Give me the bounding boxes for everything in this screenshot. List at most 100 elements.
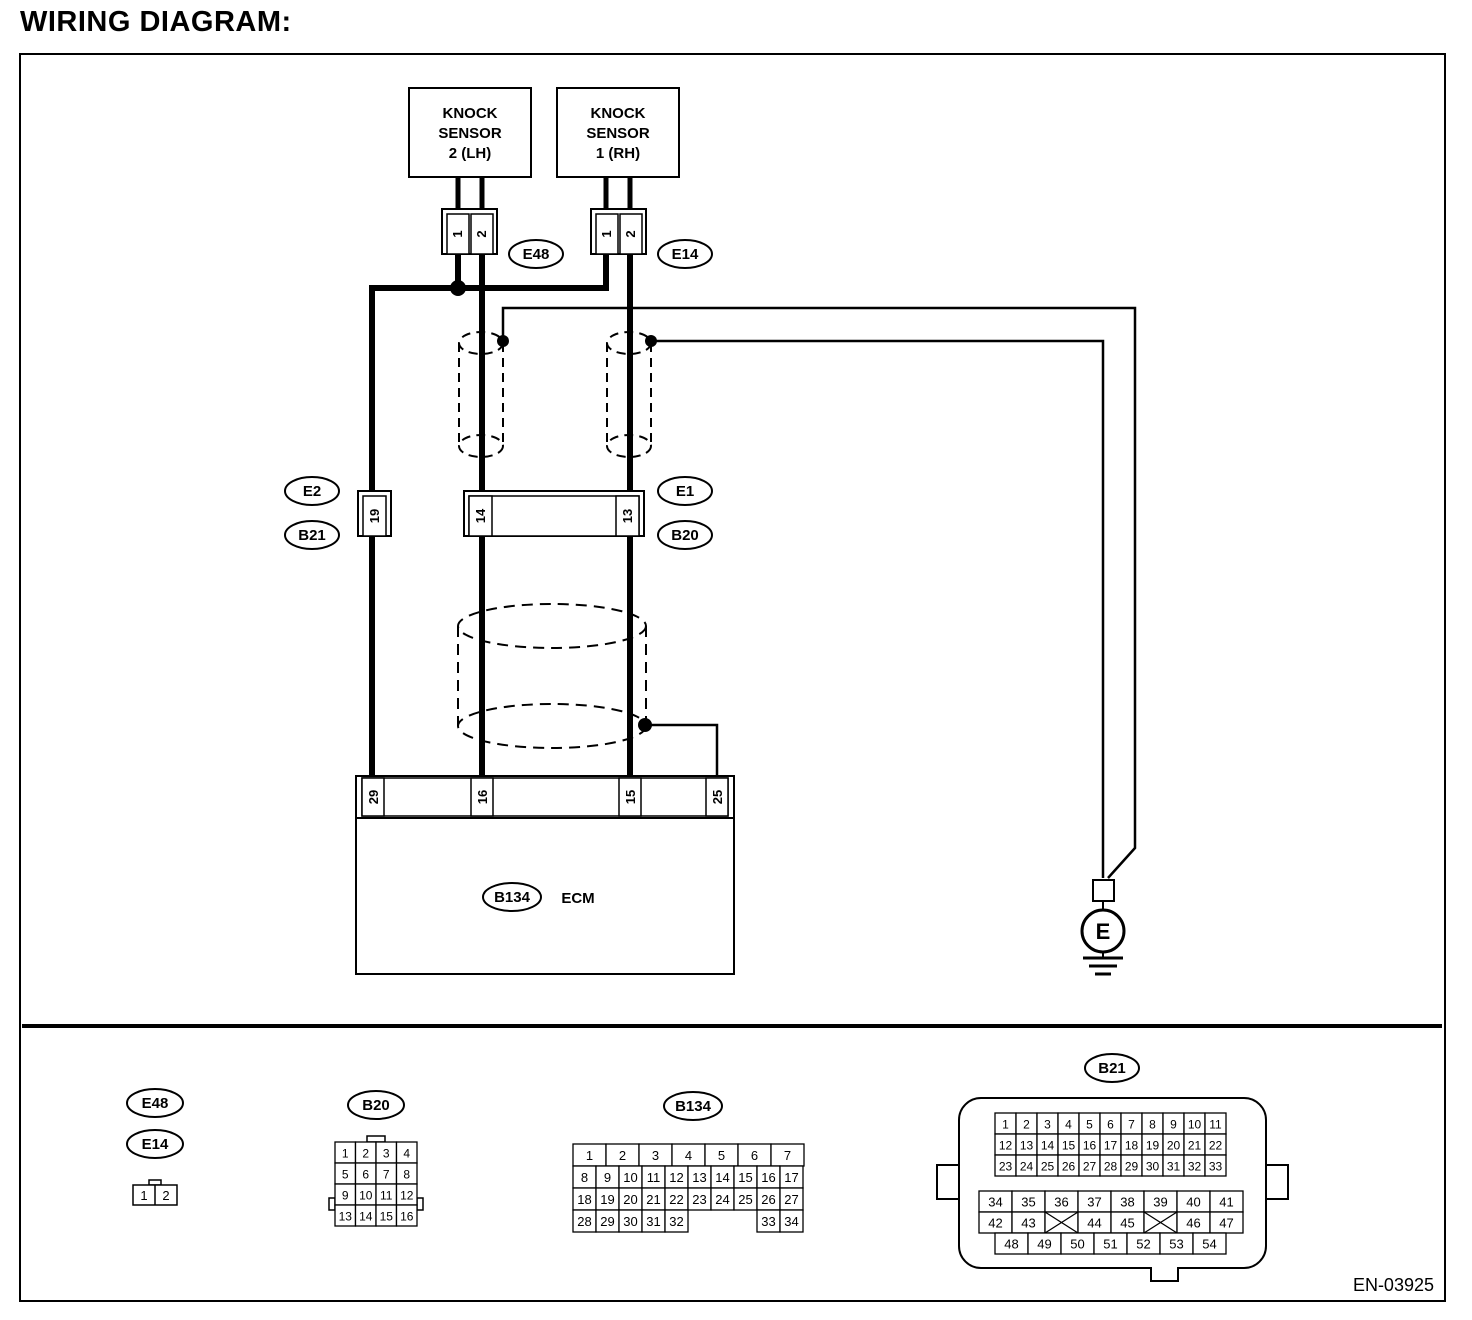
b134-pin-33-label: 33 [761, 1214, 775, 1229]
view-b21-label: B21 [1098, 1060, 1126, 1077]
b21-blank-cavity [1044, 1211, 1079, 1234]
b134-pin-15: 15 [733, 1165, 758, 1189]
b21-pin-36-label: 36 [1054, 1195, 1068, 1210]
b21-pin-5: 5 [1078, 1112, 1101, 1135]
b20-pin-6: 6 [354, 1162, 377, 1185]
b20-pin-4-label: 4 [403, 1147, 410, 1161]
b21-pin-14: 14 [1036, 1133, 1059, 1156]
knock-sensor-1-rh: KNOCK SENSOR 1 (RH) [556, 87, 680, 178]
b21-pin-9: 9 [1162, 1112, 1185, 1135]
b20-pin-7: 7 [375, 1162, 398, 1185]
b134-pin-7: 7 [770, 1143, 805, 1167]
b134-pin-18: 18 [572, 1187, 597, 1211]
b21-pin-41-label: 41 [1219, 1195, 1233, 1210]
b21-pin-32: 32 [1183, 1154, 1206, 1177]
b20-pin-13: 13 [334, 1204, 357, 1227]
b21-pin-29: 29 [1120, 1154, 1143, 1177]
b134-pin-34: 34 [779, 1209, 804, 1233]
b134-pin-7-label: 7 [784, 1148, 791, 1163]
b21-pin-26-label: 26 [1062, 1160, 1076, 1174]
b134-pin-2-label: 2 [619, 1148, 626, 1163]
b134-pin-29: 29 [595, 1209, 620, 1233]
b21-pin-35: 35 [1011, 1190, 1046, 1213]
b21-pin-52-label: 52 [1136, 1237, 1150, 1252]
b20-pin-1-label: 1 [342, 1147, 349, 1161]
b21-pin-18: 18 [1120, 1133, 1143, 1156]
b21-pin-17-label: 17 [1104, 1139, 1118, 1153]
connector-e2-tag: E2 [284, 476, 340, 506]
b21-pin-8: 8 [1141, 1112, 1164, 1135]
b20-pin-4: 4 [395, 1141, 418, 1164]
b21-pin-37: 37 [1077, 1190, 1112, 1213]
view-e48-e14: E48 E14 1 2 [126, 1088, 184, 1206]
ecm-label: ECM [561, 890, 594, 907]
b134-pin-26-label: 26 [761, 1192, 775, 1207]
knock-sensor-2-line3: 2 (LH) [449, 145, 492, 162]
e2-pin-19: 19 [367, 509, 382, 523]
b134-pin-28: 28 [572, 1209, 597, 1233]
b134-pin-24: 24 [710, 1187, 735, 1211]
sensor-leads [455, 177, 633, 212]
b134-pin-9-label: 9 [604, 1170, 611, 1185]
b134-pin-20: 20 [618, 1187, 643, 1211]
b21-pin-28: 28 [1099, 1154, 1122, 1177]
b134-pin-14-label: 14 [715, 1170, 729, 1185]
b21-pin-30: 30 [1141, 1154, 1164, 1177]
b21-pin-16: 16 [1078, 1133, 1101, 1156]
b21-pin-42-label: 42 [988, 1216, 1002, 1231]
b21-pin-41: 41 [1209, 1190, 1244, 1213]
b134-pin-15-label: 15 [738, 1170, 752, 1185]
e1-pin-14: 14 [473, 508, 488, 523]
connector-e14-tag: E14 [657, 239, 713, 269]
connector-e48-tag: E48 [508, 239, 564, 269]
b21-pin-39: 39 [1143, 1190, 1178, 1213]
b21-pin-52: 52 [1126, 1232, 1161, 1255]
b20-pin-14-label: 14 [359, 1210, 373, 1224]
b20-pin-5-label: 5 [342, 1168, 349, 1182]
b134-pin-4: 4 [671, 1143, 706, 1167]
connector-e14: 1 2 [590, 208, 647, 255]
knock-sensor-1-line2: SENSOR [586, 125, 650, 142]
b21-pin-2-label: 2 [1023, 1118, 1030, 1132]
signal-wires [369, 254, 633, 778]
b21-pin-25: 25 [1036, 1154, 1059, 1177]
b134-pin-6-label: 6 [751, 1148, 758, 1163]
b20-pin-16-label: 16 [400, 1210, 414, 1224]
b21-pin-2: 2 [1015, 1112, 1038, 1135]
b134-pin-10-label: 10 [623, 1170, 637, 1185]
b134-pin-5: 5 [704, 1143, 739, 1167]
b134-pin-24-label: 24 [715, 1192, 729, 1207]
connector-e1-b20: 14 13 [463, 490, 645, 537]
splice-dot [450, 280, 466, 296]
b21-pin-7-label: 7 [1128, 1118, 1135, 1132]
b21-pin-44-label: 44 [1087, 1216, 1101, 1231]
b21-pin-22: 22 [1204, 1133, 1227, 1156]
connector-e2-b21: 19 [357, 490, 392, 537]
b21-pin-13-label: 13 [1020, 1139, 1034, 1153]
b21-pin-22-label: 22 [1209, 1139, 1223, 1153]
b21-pin-37-label: 37 [1087, 1195, 1101, 1210]
connector-e1-tag: E1 [657, 476, 713, 506]
b20-pin-1: 1 [334, 1141, 357, 1164]
b21-blank-cavity [1143, 1211, 1178, 1234]
view-e48-pin-2: 2 [162, 1188, 169, 1203]
b134-pin-14: 14 [710, 1165, 735, 1189]
b21-pin-7: 7 [1120, 1112, 1143, 1135]
b21-pin-23-label: 23 [999, 1160, 1013, 1174]
b20-pin-9-label: 9 [342, 1189, 349, 1203]
b20-pin-12-label: 12 [400, 1189, 414, 1203]
b21-pin-43-label: 43 [1021, 1216, 1035, 1231]
b21-pin-46-label: 46 [1186, 1216, 1200, 1231]
b134-pin-4-label: 4 [685, 1148, 692, 1163]
b21-pin-15: 15 [1057, 1133, 1080, 1156]
b134-pin-32-label: 32 [669, 1214, 683, 1229]
b21-pin-45-label: 45 [1120, 1216, 1134, 1231]
b21-pin-26: 26 [1057, 1154, 1080, 1177]
b21-pin-19: 19 [1141, 1133, 1164, 1156]
b20-pin-13-label: 13 [339, 1210, 353, 1224]
b21-pin-48: 48 [994, 1232, 1029, 1255]
b21-pin-30-label: 30 [1146, 1160, 1160, 1174]
b21-pin-6: 6 [1099, 1112, 1122, 1135]
e2-label: E2 [303, 483, 321, 500]
